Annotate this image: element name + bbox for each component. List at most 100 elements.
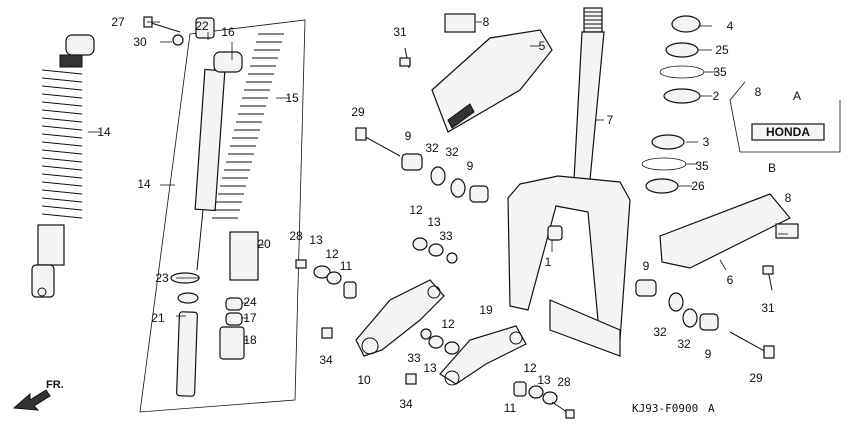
washer-12-lower [528, 385, 544, 399]
part-label: 11 [504, 401, 517, 415]
oil-seal [195, 17, 215, 39]
leader-lines [88, 21, 788, 341]
part-label: 34 [399, 397, 413, 411]
collar-11-lower [513, 381, 527, 397]
nut-33-upper [446, 252, 458, 264]
part-label: 14 [137, 177, 151, 191]
upper-cover [431, 29, 553, 133]
part-label: 13 [427, 215, 441, 229]
part-label: 12 [523, 361, 537, 375]
part-label: 24 [243, 295, 257, 309]
bolt-27 [143, 16, 181, 33]
part-label: 16 [221, 25, 235, 39]
fork-link-19 [439, 325, 527, 385]
part-label: B [768, 161, 776, 175]
part-label: 28 [557, 375, 571, 389]
part-label: 13 [309, 233, 323, 247]
bolt-28-left [295, 259, 307, 269]
part-label: 22 [195, 19, 209, 33]
pivot-bushing-right [635, 279, 657, 297]
part-label: 5 [539, 39, 546, 53]
part-label: 20 [257, 237, 271, 251]
part-label: 33 [407, 351, 421, 365]
part-label: 10 [357, 373, 371, 387]
part-label: 28 [289, 229, 303, 243]
part-label: 31 [393, 25, 407, 39]
part-label: 3 [703, 135, 710, 149]
dust-seal-left-2 [450, 178, 466, 198]
part-label: 12 [325, 247, 339, 261]
diagram-code: KJ93-F0900 [632, 402, 698, 415]
dust-seal-left-1 [430, 166, 446, 186]
dust-seal-right-2 [682, 308, 698, 328]
washer-12-left [326, 271, 342, 285]
emblem-sticker [775, 223, 799, 239]
part-label: 32 [445, 145, 459, 159]
diagram-code-suffix: A [708, 402, 715, 415]
washer-12-mid [444, 341, 460, 355]
part-label: 29 [749, 371, 763, 385]
part-label: 14 [97, 125, 111, 139]
lower-cover [659, 193, 791, 269]
nut [225, 297, 243, 311]
direction-label: FR. [46, 379, 64, 391]
part-label: 13 [423, 361, 437, 375]
part-label: 2 [713, 89, 720, 103]
part-label: 35 [695, 159, 709, 173]
part-label: 4 [727, 19, 734, 33]
part-label: 9 [405, 129, 412, 143]
dust-seal-right-1 [668, 292, 684, 312]
part-label: 32 [677, 337, 691, 351]
shock-spring [41, 69, 83, 219]
part-label: 25 [715, 43, 729, 57]
bottom-cone-race [645, 178, 679, 194]
top-ball-race [663, 88, 701, 104]
stem-nut [671, 15, 701, 33]
fork-parts-bracket [139, 19, 306, 413]
part-label: 7 [607, 113, 614, 127]
part-label: 8 [785, 191, 792, 205]
part-label: 12 [409, 203, 423, 217]
part-label: 29 [351, 105, 365, 119]
part-label: 9 [467, 159, 474, 173]
part-label: 21 [151, 311, 165, 325]
collar-left [469, 185, 489, 203]
part-label: 34 [319, 353, 333, 367]
part-label: 6 [727, 273, 734, 287]
part-label: 18 [243, 333, 257, 347]
part-label: 13 [537, 373, 551, 387]
part-label: 33 [439, 229, 453, 243]
fork-inner-tube [176, 51, 243, 397]
part-label: A [793, 89, 801, 103]
part-label: 32 [425, 141, 439, 155]
part-label: 26 [691, 179, 705, 193]
part-label: 8 [755, 85, 762, 99]
part-label: 32 [653, 325, 667, 339]
part-label: 15 [285, 91, 299, 105]
steel-ball-upper [659, 65, 705, 79]
bolt-34-left [321, 327, 333, 339]
part-label: 27 [111, 15, 125, 29]
bolt-1 [547, 225, 563, 241]
shock-absorber-assembly [31, 34, 95, 298]
washer-13-mid [428, 335, 444, 349]
steering-stem [507, 7, 631, 357]
part-label: 35 [713, 65, 727, 79]
nut-33-lower [420, 328, 432, 340]
collar-right [699, 313, 719, 331]
screw-31-right [762, 265, 774, 291]
bottom-ball-race [651, 134, 685, 150]
part-label: 12 [441, 317, 455, 331]
emblem-text: HONDA [766, 125, 810, 139]
screw-31-top [399, 47, 411, 69]
lock-nut [225, 312, 243, 326]
top-cone-race [665, 42, 699, 58]
front-direction-arrow [12, 389, 51, 411]
part-label: 9 [705, 347, 712, 361]
bolt-28-lower [551, 401, 575, 419]
washer-30 [172, 34, 184, 46]
part-label: 9 [643, 259, 650, 273]
